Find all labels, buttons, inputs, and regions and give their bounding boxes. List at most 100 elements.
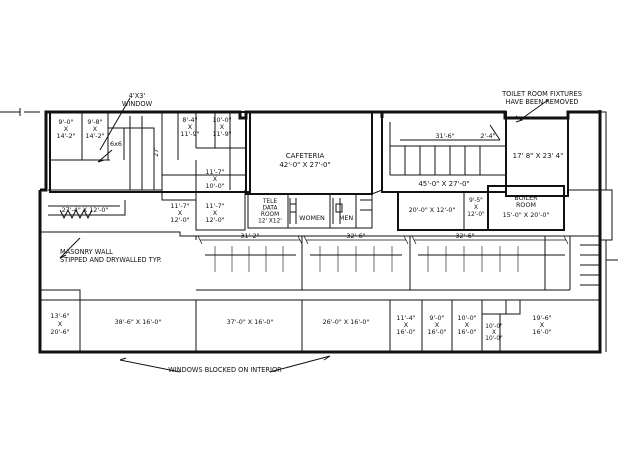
room-label: 38'-6" X 16'-0" — [115, 318, 162, 326]
room-label: 16'-0" — [457, 328, 476, 336]
room-label: WOMEN — [299, 214, 325, 222]
room-label: 42'-0" X 27'-0" — [279, 161, 330, 169]
svg-text:10'-0"X11'-9": 10'-0"X11'-9" — [212, 116, 231, 138]
room-label: 11'-9" — [212, 130, 231, 138]
room-label: 10'-0" — [212, 116, 231, 124]
room-label: 2'-4" — [480, 132, 495, 140]
room-label: 8'-4" — [182, 116, 197, 124]
room-label: 11'-7" — [205, 168, 224, 176]
dimension-label: 31'-2" — [240, 232, 259, 240]
svg-text:11'-7"X12'-0": 11'-7"X12'-0" — [205, 202, 224, 224]
room-label: TELE — [262, 199, 277, 205]
svg-text:11'-7"X10'-0": 11'-7"X10'-0" — [205, 168, 224, 190]
windows-blocked-note: WINDOWS BLOCKED ON INTERIOR — [168, 366, 282, 374]
room-label: 6x6 — [110, 140, 122, 148]
room-label: X — [492, 330, 496, 336]
window-callout-line2: WINDOW — [122, 100, 153, 108]
room-label: 12'-0" — [467, 212, 485, 218]
room-label: X — [465, 321, 470, 329]
room-label: 13'-6" — [50, 312, 69, 320]
room-label: CAFETERIA — [286, 152, 325, 160]
svg-text:11'-7"X12'-0": 11'-7"X12'-0" — [170, 202, 189, 224]
room-label: X — [58, 320, 63, 328]
svg-text:10'-0"X16'-0": 10'-0"X16'-0" — [457, 314, 476, 336]
room-label: 27'-4" X 12'-0" — [62, 206, 109, 214]
room-label: ROOM — [516, 201, 536, 209]
room-label: 11'-7" — [170, 202, 189, 210]
room-label: 20'-0" X 12'-0" — [409, 206, 456, 214]
room-label: 11'-9" — [180, 130, 199, 138]
svg-text:10'-0"X10'-0": 10'-0"X10'-0" — [485, 324, 503, 342]
room-label: X — [188, 123, 193, 131]
room-label: 16'-0" — [532, 328, 551, 336]
masonry-note-line2: STIPPED AND DRYWALLED TYP. — [60, 256, 162, 264]
room-label: 10'-0" — [485, 324, 503, 330]
window-callout-line1: 4'X3' — [129, 92, 146, 100]
room-label: X — [93, 125, 98, 133]
toilet-note-line1: TOILET ROOM FIXTURES — [501, 90, 582, 98]
room-label: X — [213, 209, 218, 217]
svg-text:9'-0"X16'-0": 9'-0"X16'-0" — [427, 314, 446, 336]
room-label: BOILER — [514, 194, 538, 202]
toilet-note-line2: HAVE BEEN REMOVED — [506, 98, 579, 106]
room-label: 17' 8" X 23' 4" — [513, 152, 564, 160]
room-label: 20'-6" — [50, 328, 69, 336]
room-label: 11'-4" — [396, 314, 415, 322]
central-space — [40, 231, 601, 301]
svg-text:8'-4"X11'-9": 8'-4"X11'-9" — [180, 116, 199, 138]
room-label: MEN — [339, 214, 354, 222]
dimension-label: 32'-6" — [346, 232, 365, 240]
masonry-note-line1: MASONRY WALL — [60, 248, 113, 256]
annotation-labels: 4'X3' WINDOW TOILET ROOM FIXTURES HAVE B… — [60, 90, 582, 374]
room-label: X — [64, 125, 69, 133]
room-label: 19'-6" — [532, 314, 551, 322]
room-label: X — [474, 205, 478, 211]
room-label: 16'-0" — [396, 328, 415, 336]
room-label: 14'-2" — [56, 132, 75, 140]
room-label: 26'-0" X 16'-0" — [323, 318, 370, 326]
room-label: 9'-0" — [58, 118, 73, 126]
room-label: 15'-0" X 20'-0" — [503, 211, 550, 219]
room-label: X — [178, 209, 183, 217]
room-label: X — [404, 321, 409, 329]
svg-text:9'-5"X12'-0": 9'-5"X12'-0" — [467, 198, 485, 218]
svg-text:9'-8"X14'-2": 9'-8"X14'-2" — [85, 118, 104, 140]
svg-text:11'-4"X16'-0": 11'-4"X16'-0" — [396, 314, 415, 336]
room-label: 10'-0" — [205, 182, 224, 190]
svg-text:13'-6"X20'-6": 13'-6"X20'-6" — [50, 312, 69, 336]
svg-text:19'-6"X16'-0": 19'-6"X16'-0" — [532, 314, 551, 336]
room-label: 9'-0" — [429, 314, 444, 322]
room-label: 10'-0" — [457, 314, 476, 322]
svg-text:9'-0"X14'-2": 9'-0"X14'-2" — [56, 118, 75, 140]
room-label: ROOM — [261, 212, 279, 218]
windows-blocked-markers — [48, 205, 331, 373]
dimension-label: 32'-6" — [455, 232, 474, 240]
room-label: DATA — [263, 206, 278, 212]
upper-left-rooms — [48, 97, 251, 231]
room-label: 12'-0" — [205, 216, 224, 224]
room-label: 12'-0" — [170, 216, 189, 224]
room-label: 12' X12' — [258, 219, 282, 225]
room-label: 45'-0" X 27'-0" — [418, 180, 469, 188]
room-label: 10'-0" — [485, 336, 503, 342]
room-label: 37'-0" X 16'-0" — [227, 318, 274, 326]
room-label: 11'-7" — [205, 202, 224, 210]
dimension-lines — [197, 235, 569, 245]
lower-rooms — [39, 289, 600, 353]
room-label: 14'-2" — [85, 132, 104, 140]
room-label: X — [213, 175, 218, 183]
room-label: X — [540, 321, 545, 329]
room-label: 9'-5" — [469, 198, 483, 204]
room-label: 27' — [152, 147, 160, 157]
room-label: 9'-8" — [87, 118, 102, 126]
room-label: 16'-0" — [427, 328, 446, 336]
room-label: 31'-6" — [435, 132, 454, 140]
room-label: X — [220, 123, 225, 131]
upper-right-rooms — [381, 99, 600, 231]
room-label: X — [435, 321, 440, 329]
